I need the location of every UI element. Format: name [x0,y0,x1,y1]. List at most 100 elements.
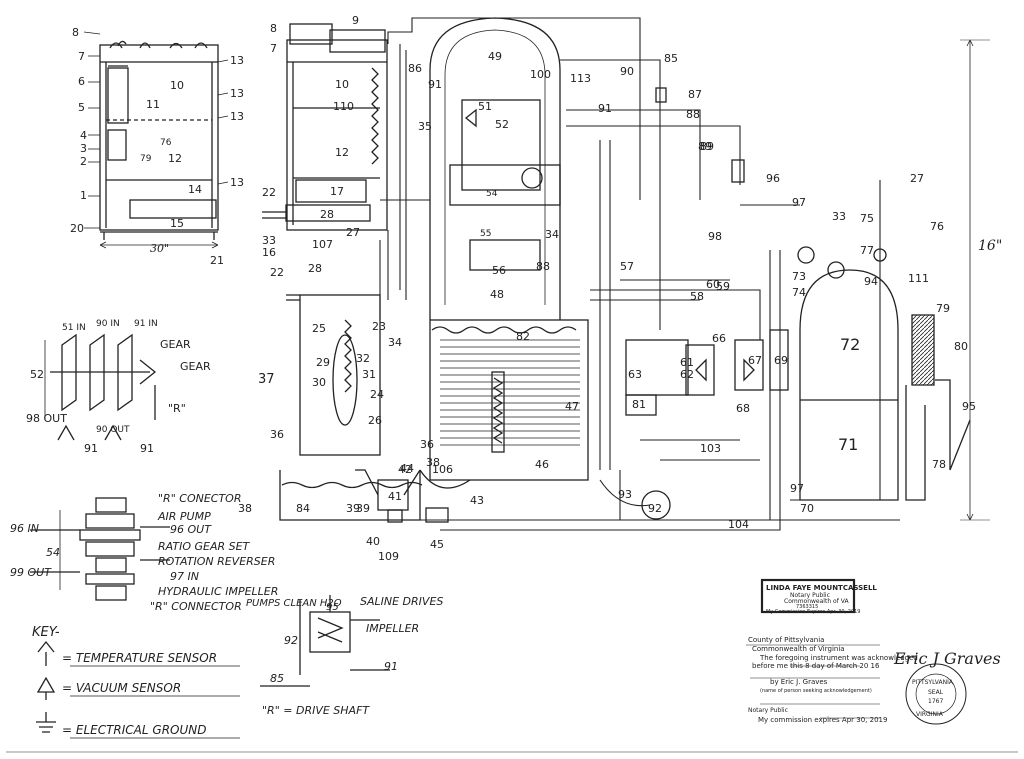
svg-text:54: 54 [46,546,60,559]
svg-text:85: 85 [270,672,284,685]
svg-text:"R" CONECTOR: "R" CONECTOR [158,492,241,505]
svg-text:County of Pittsylvania: County of Pittsylvania [748,636,824,644]
svg-text:103: 103 [700,442,721,455]
svg-text:38: 38 [426,456,440,469]
svg-text:13: 13 [230,54,244,67]
svg-text:7: 7 [270,42,277,55]
svg-text:46: 46 [535,458,549,471]
svg-text:97: 97 [790,482,804,495]
callouts-cabinet-b: 9 8 7 10 110 12 17 28 22 33 16 107 27 86… [262,14,442,259]
svg-text:111: 111 [908,272,929,285]
svg-text:68: 68 [736,402,750,415]
svg-text:Commonwealth of VA: Commonwealth of VA [784,598,849,605]
svg-text:45: 45 [430,538,444,551]
cabinet-front-view [99,40,219,249]
svg-text:by Eric J. Graves: by Eric J. Graves [770,678,828,686]
svg-text:80: 80 [954,340,968,353]
svg-text:98: 98 [708,230,722,243]
svg-text:39: 39 [356,502,370,515]
svg-text:(name of person seeking acknow: (name of person seeking acknowledgement) [760,688,872,694]
svg-text:7: 7 [78,50,85,63]
svg-text:17: 17 [330,185,344,198]
svg-text:31: 31 [362,368,376,381]
svg-text:ROTATION REVERSER: ROTATION REVERSER [158,555,275,568]
key-temperature-sensor: = TEMPERATURE SENSOR [62,651,217,665]
svg-text:88: 88 [686,108,700,121]
svg-text:56: 56 [492,264,506,277]
svg-text:89: 89 [698,140,712,153]
impeller-labels: PUMPS CLEAN H2O SALINE DRIVES IMPELLER 9… [246,595,443,717]
svg-text:Notary Public: Notary Public [748,707,788,714]
svg-text:89: 89 [700,140,714,153]
svg-text:54: 54 [486,189,498,199]
svg-text:76: 76 [160,138,172,148]
svg-text:GEAR: GEAR [160,338,191,351]
svg-text:"R" CONNECTOR: "R" CONNECTOR [150,600,242,613]
svg-text:98 OUT: 98 OUT [26,412,67,425]
svg-text:95: 95 [962,400,976,413]
svg-text:78: 78 [932,458,946,471]
key-labels: KEY- = TEMPERATURE SENSOR = VACUUM SENSO… [32,625,217,737]
svg-text:90 OUT: 90 OUT [96,425,130,435]
inventor-signature: Eric J Graves [893,649,1001,668]
impeller-detail [260,595,390,687]
svg-text:25: 25 [312,322,326,335]
svg-text:69: 69 [774,354,788,367]
svg-text:36: 36 [270,428,284,441]
svg-text:29: 29 [316,356,330,369]
svg-text:12: 12 [335,146,349,159]
svg-text:90 IN: 90 IN [96,319,120,329]
cabinet-side-view [262,23,388,231]
pump-stack-labels: "R" CONECTOR AIR PUMP 96 OUT 96 IN RATIO… [10,492,278,613]
svg-text:91: 91 [84,442,98,455]
svg-text:8: 8 [270,22,277,35]
svg-text:4: 4 [80,129,87,142]
notary-text: LINDA FAYE MOUNTCASSELL Notary Public Co… [748,584,1001,724]
svg-text:76: 76 [930,220,944,233]
svg-text:84: 84 [296,502,310,515]
svg-text:HYDRAULIC IMPELLER: HYDRAULIC IMPELLER [158,585,278,598]
svg-text:7363315: 7363315 [796,604,818,610]
svg-text:66: 66 [712,332,726,345]
svg-text:59: 59 [716,280,730,293]
svg-text:27: 27 [910,172,924,185]
svg-text:42: 42 [398,463,412,476]
svg-text:26: 26 [368,414,382,427]
svg-text:39: 39 [346,502,360,515]
lower-left-mechanism [279,294,471,523]
svg-text:20: 20 [70,222,84,235]
svg-text:92: 92 [648,502,662,515]
svg-text:5: 5 [78,101,85,114]
svg-text:51 IN: 51 IN [62,323,86,333]
svg-text:95: 95 [326,602,339,613]
svg-text:77: 77 [860,244,874,257]
svg-text:35: 35 [418,120,432,133]
svg-text:104: 104 [728,518,749,531]
svg-text:109: 109 [378,550,399,563]
svg-text:6: 6 [78,75,85,88]
svg-text:12: 12 [168,152,182,165]
svg-text:13: 13 [230,87,244,100]
key-legend [36,640,240,739]
svg-text:28: 28 [320,208,334,221]
svg-text:SEAL: SEAL [928,689,944,696]
svg-text:52: 52 [495,118,509,131]
svg-text:before me this 8 day of March: before me this 8 day of March 20 16 [752,662,880,670]
height-dimension: 16" [978,238,1002,254]
svg-text:33: 33 [832,210,846,223]
svg-text:SALINE DRIVES: SALINE DRIVES [360,595,443,608]
svg-text:86: 86 [408,62,422,75]
svg-text:2: 2 [80,155,87,168]
key-vacuum-sensor: = VACUUM SENSOR [62,681,181,695]
svg-text:GEAR: GEAR [180,360,211,373]
svg-text:"R": "R" [168,402,186,415]
svg-text:13: 13 [230,176,244,189]
svg-text:VIRGINIA: VIRGINIA [916,711,944,718]
callouts-right: 87 88 91 89 96 97 98 57 58 59 60 61 62 6… [598,88,976,515]
svg-text:91: 91 [140,442,154,455]
svg-text:113: 113 [570,72,591,85]
svg-text:70: 70 [800,502,814,515]
svg-text:57: 57 [620,260,634,273]
svg-text:93: 93 [618,488,632,501]
notary-stamp-name: LINDA FAYE MOUNTCASSELL [766,584,877,592]
